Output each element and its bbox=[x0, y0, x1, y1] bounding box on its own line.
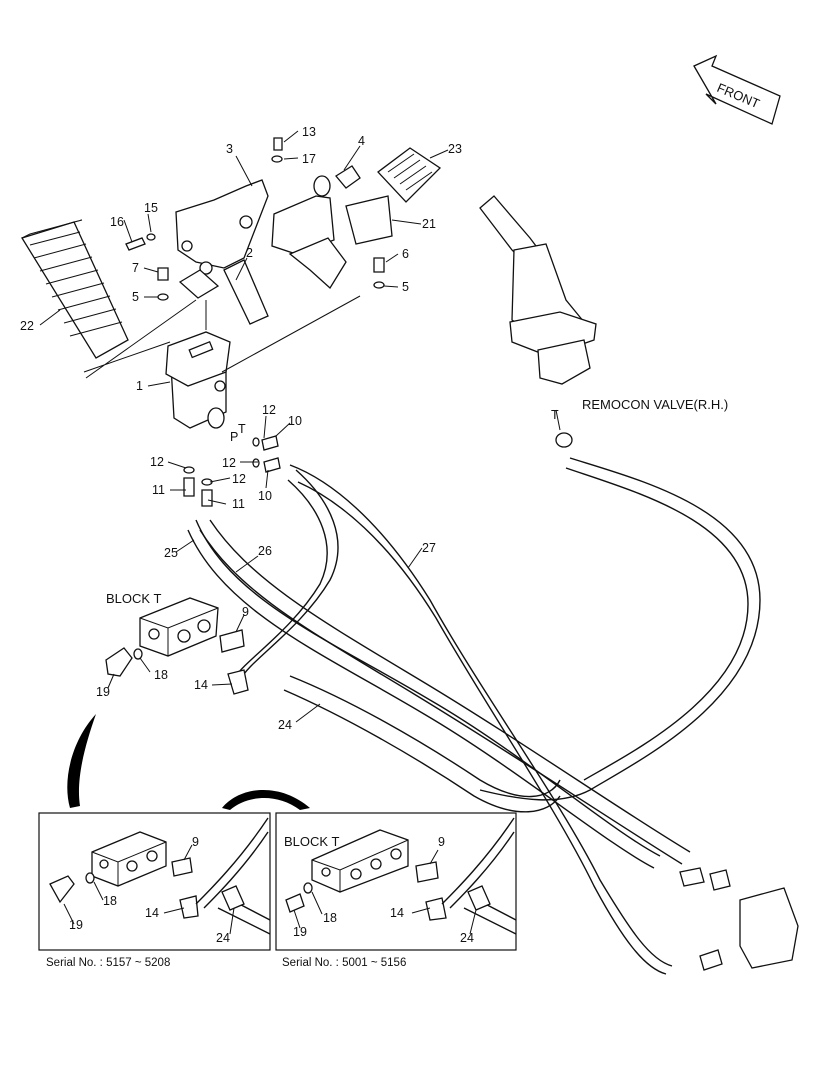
inset-right: BLOCK T 9 18 19 14 24 bbox=[275, 812, 517, 951]
callout-11a: 11 bbox=[152, 483, 165, 497]
callout-12a: 12 bbox=[262, 403, 276, 417]
remocon-valve-label: REMOCON VALVE(R.H.) bbox=[582, 397, 728, 412]
callout-11b: 11 bbox=[232, 497, 245, 511]
callout-24: 24 bbox=[278, 718, 292, 732]
inset-left-callout-19: 19 bbox=[69, 918, 83, 932]
block-t-label: BLOCK T bbox=[106, 591, 161, 606]
hose-27 bbox=[289, 464, 673, 975]
callout-13: 13 bbox=[302, 125, 316, 139]
callout-12d: 12 bbox=[232, 472, 246, 486]
callout-3: 3 bbox=[226, 142, 233, 156]
hose-24 bbox=[283, 675, 561, 813]
callout-10b: 10 bbox=[258, 489, 272, 503]
callout-17: 17 bbox=[302, 152, 316, 166]
port-t: T bbox=[238, 422, 246, 436]
curve-arrow-left-icon bbox=[67, 714, 96, 808]
inset-left-callout-14: 14 bbox=[145, 906, 159, 920]
callout-22: 22 bbox=[20, 319, 34, 333]
bolt-7 bbox=[157, 267, 169, 281]
hose-25 bbox=[187, 519, 661, 869]
washer-15 bbox=[146, 233, 156, 241]
front-arrow-icon: FRONT bbox=[693, 54, 781, 125]
callout-7: 7 bbox=[132, 261, 139, 275]
port-p: P bbox=[230, 430, 238, 444]
callout-4: 4 bbox=[358, 134, 365, 148]
remocon-valve-joystick bbox=[479, 195, 597, 385]
bracket-3 bbox=[175, 179, 269, 325]
washer-17 bbox=[271, 155, 283, 163]
callout-23: 23 bbox=[448, 142, 462, 156]
hose-loop-left bbox=[235, 469, 339, 681]
inset-right-block-t-label: BLOCK T bbox=[284, 834, 339, 849]
callout-5b: 5 bbox=[402, 280, 409, 294]
inset-left-callout-9: 9 bbox=[192, 835, 199, 849]
inset-left-serial: Serial No. : 5157 ~ 5208 bbox=[46, 957, 170, 969]
pedal-valve-1 bbox=[165, 331, 231, 429]
inset-right-callout-9: 9 bbox=[438, 835, 445, 849]
inset-right-callout-14: 14 bbox=[390, 906, 404, 920]
callout-9: 9 bbox=[242, 605, 249, 619]
callout-26: 26 bbox=[258, 544, 272, 558]
callout-19: 19 bbox=[96, 685, 110, 699]
inset-right-serial: Serial No. : 5001 ~ 5156 bbox=[282, 957, 406, 969]
remocon-valve-body bbox=[679, 867, 799, 971]
callout-21: 21 bbox=[422, 217, 436, 231]
fitting-9-main bbox=[219, 629, 245, 653]
callout-12b: 12 bbox=[222, 456, 236, 470]
callout-18: 18 bbox=[154, 668, 168, 682]
washer-5-left bbox=[157, 293, 169, 301]
callout-25: 25 bbox=[164, 546, 178, 560]
fitting-14-main bbox=[227, 669, 249, 695]
inset-right-callout-18: 18 bbox=[323, 911, 337, 925]
callout-2: 2 bbox=[246, 246, 253, 260]
callout-15: 15 bbox=[144, 201, 158, 215]
o-ring-18-main bbox=[133, 648, 143, 660]
leader-lines bbox=[39, 130, 561, 723]
callout-1: 1 bbox=[136, 379, 143, 393]
hose-remocon bbox=[479, 432, 761, 801]
inset-left-callout-18: 18 bbox=[103, 894, 117, 908]
pedal-22 bbox=[21, 219, 129, 359]
inset-right-callout-24: 24 bbox=[460, 931, 474, 945]
inset-left: 9 18 19 14 24 bbox=[38, 812, 271, 951]
pedal-23 bbox=[377, 147, 442, 203]
bolt-6 bbox=[373, 257, 385, 273]
callout-5a: 5 bbox=[132, 290, 139, 304]
callout-14: 14 bbox=[194, 678, 208, 692]
callout-6: 6 bbox=[402, 247, 409, 261]
bolt-13 bbox=[273, 137, 283, 151]
hose-26 bbox=[199, 519, 691, 865]
port-t-valve: T bbox=[551, 408, 559, 422]
elbow-19-main bbox=[105, 647, 133, 677]
bolt-16 bbox=[125, 237, 146, 251]
curve-arrow-right-icon bbox=[222, 789, 310, 810]
callout-16: 16 bbox=[110, 215, 124, 229]
callout-12c: 12 bbox=[150, 455, 164, 469]
washer-5-right bbox=[373, 281, 385, 289]
inset-left-callout-24: 24 bbox=[216, 931, 230, 945]
callout-10a: 10 bbox=[288, 414, 302, 428]
block-t-main bbox=[139, 597, 219, 657]
inset-right-callout-19: 19 bbox=[293, 925, 307, 939]
lever-bracket-4 bbox=[271, 165, 393, 290]
callout-27: 27 bbox=[422, 541, 436, 555]
